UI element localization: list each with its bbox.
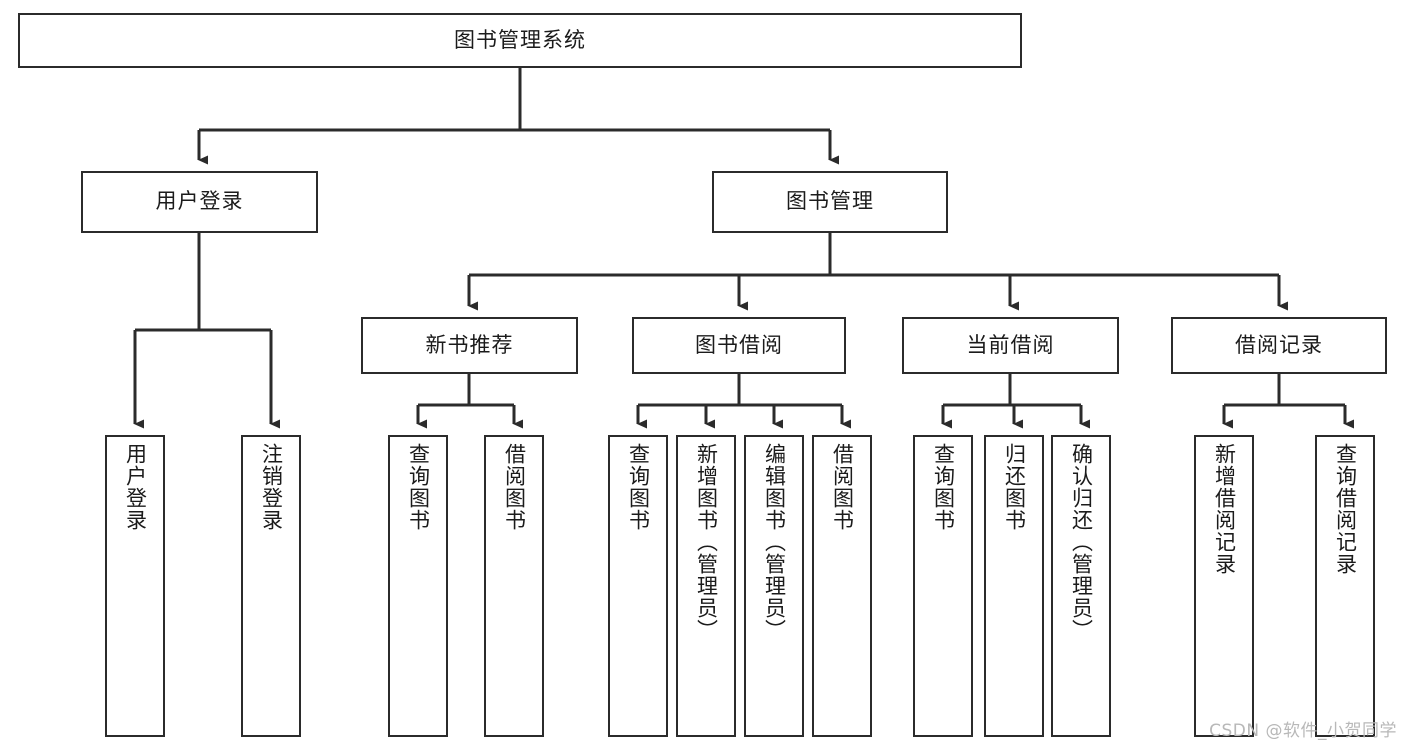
- node-borrow-record[interactable]: 借阅记录: [1171, 317, 1387, 374]
- node-leaf-confirm-return[interactable]: 确认归还（管理员）: [1051, 435, 1111, 737]
- node-leaf-query-book-a[interactable]: 查询图书: [388, 435, 448, 737]
- node-book-borrow[interactable]: 图书借阅: [632, 317, 846, 374]
- node-leaf-query-record-label: 查询借阅记录: [1333, 443, 1358, 575]
- edge-newbook-to-leaves: [416, 374, 523, 429]
- node-leaf-user-logout-label: 注销登录: [259, 443, 284, 531]
- node-leaf-query-book-c[interactable]: 查询图书: [913, 435, 973, 737]
- node-leaf-borrow-book-b-label: 借阅图书: [830, 443, 855, 531]
- node-root-label: 图书管理系统: [454, 27, 586, 52]
- node-book-manage[interactable]: 图书管理: [712, 171, 948, 233]
- node-new-book-recommend-label: 新书推荐: [425, 332, 514, 357]
- edge-root-to-level2: [197, 68, 839, 165]
- node-leaf-user-login-label: 用户登录: [123, 443, 148, 531]
- edge-bookmanage-to-level3: [467, 233, 1288, 311]
- node-leaf-return-book-label: 归还图书: [1002, 443, 1027, 531]
- node-current-borrow[interactable]: 当前借阅: [902, 317, 1119, 374]
- edge-bookborrow-to-leaves: [636, 374, 851, 429]
- node-leaf-borrow-book-a-label: 借阅图书: [502, 443, 527, 531]
- node-leaf-edit-book[interactable]: 编辑图书（管理员）: [744, 435, 804, 737]
- node-leaf-borrow-book-a[interactable]: 借阅图书: [484, 435, 544, 737]
- node-leaf-return-book[interactable]: 归还图书: [984, 435, 1044, 737]
- node-root[interactable]: 图书管理系统: [18, 13, 1022, 68]
- node-leaf-confirm-return-label: 确认归还（管理员）: [1069, 443, 1094, 641]
- node-leaf-query-record[interactable]: 查询借阅记录: [1315, 435, 1375, 737]
- node-leaf-query-book-b[interactable]: 查询图书: [608, 435, 668, 737]
- node-leaf-user-logout[interactable]: 注销登录: [241, 435, 301, 737]
- node-new-book-recommend[interactable]: 新书推荐: [361, 317, 578, 374]
- edge-currentborrow-to-leaves: [941, 374, 1090, 429]
- node-leaf-query-book-b-label: 查询图书: [626, 443, 651, 531]
- node-user-login[interactable]: 用户登录: [81, 171, 318, 233]
- node-leaf-add-record[interactable]: 新增借阅记录: [1194, 435, 1254, 737]
- node-leaf-query-book-c-label: 查询图书: [931, 443, 956, 531]
- node-leaf-edit-book-label: 编辑图书（管理员）: [762, 443, 787, 641]
- node-leaf-query-book-a-label: 查询图书: [406, 443, 431, 531]
- node-leaf-add-book-label: 新增图书（管理员）: [694, 443, 719, 641]
- edge-userlogin-to-leaves: [133, 233, 280, 429]
- node-borrow-record-label: 借阅记录: [1235, 332, 1323, 357]
- node-book-manage-label: 图书管理: [786, 189, 874, 214]
- edge-borrowrecord-to-leaves: [1222, 374, 1354, 429]
- node-user-login-label: 用户登录: [155, 189, 244, 214]
- node-leaf-borrow-book-b[interactable]: 借阅图书: [812, 435, 872, 737]
- node-leaf-add-book[interactable]: 新增图书（管理员）: [676, 435, 736, 737]
- node-current-borrow-label: 当前借阅: [966, 332, 1055, 357]
- node-book-borrow-label: 图书借阅: [695, 332, 783, 357]
- node-leaf-add-record-label: 新增借阅记录: [1212, 443, 1237, 575]
- node-leaf-user-login[interactable]: 用户登录: [105, 435, 165, 737]
